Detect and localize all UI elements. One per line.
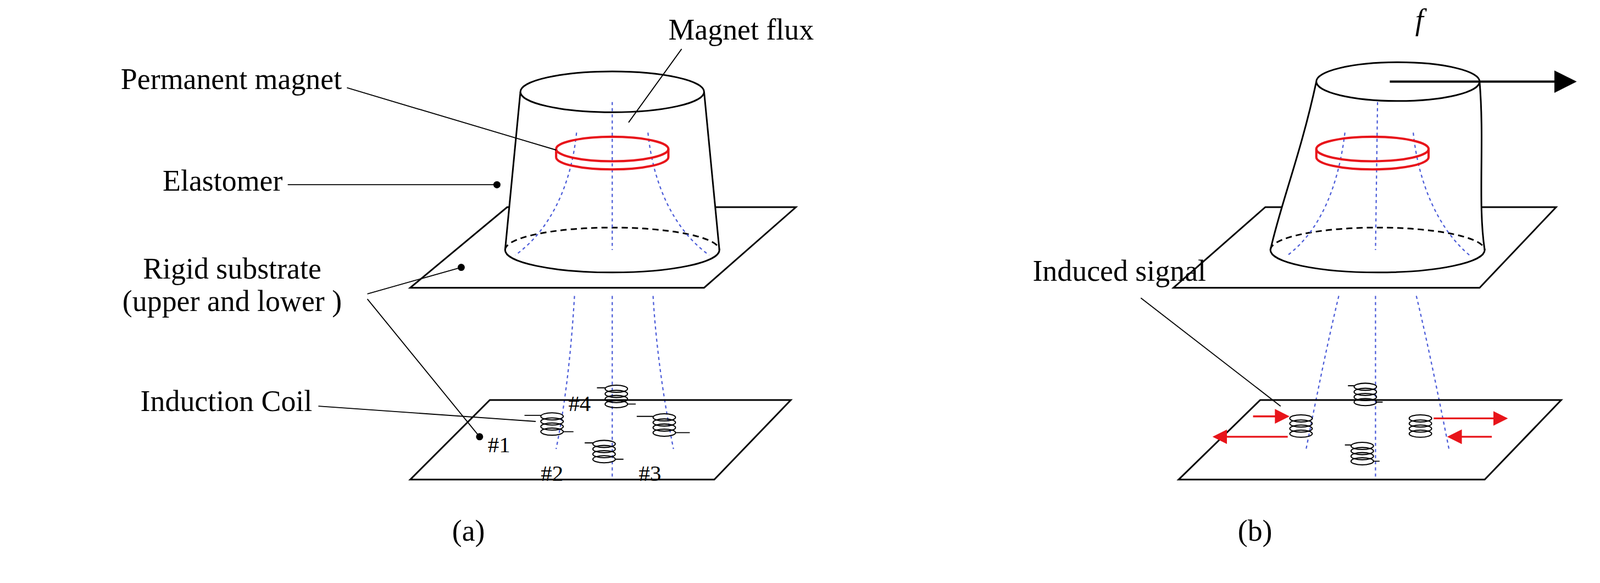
callout-number: #1 (487, 432, 511, 458)
coil-lead (1345, 445, 1380, 462)
callout-number: #3 (639, 460, 662, 486)
coil-winding (540, 428, 564, 436)
part-label: Elastomer (162, 165, 283, 198)
permanent-magnet-ring (1316, 136, 1429, 170)
coil-winding (592, 455, 616, 463)
part-label: Rigid substrate (upper and lower ) (102, 253, 363, 319)
coil-lead (1347, 385, 1383, 403)
coil-lead (524, 415, 574, 432)
leader-line (1140, 297, 1281, 407)
part-label: Magnet flux (668, 14, 814, 47)
coil-winding (1353, 398, 1377, 406)
flux-lines (1287, 102, 1470, 480)
part-label: Permanent magnet (120, 63, 342, 96)
part-label: Induced signal (1032, 254, 1207, 288)
part-label: (a) (452, 515, 486, 548)
coil-lead (584, 442, 624, 460)
induced-signal-arrows (1214, 416, 1507, 437)
coil-group (1289, 382, 1432, 465)
coil-winding (653, 429, 676, 437)
elastomer-hidden-edge (1270, 227, 1485, 250)
part-label: Induction Coil (140, 385, 313, 419)
callout-number: #2 (540, 460, 564, 486)
coil-winding (604, 400, 628, 408)
part-label: f (1415, 3, 1424, 37)
coil-winding (1409, 430, 1432, 438)
part-label: (b) (1237, 515, 1273, 548)
coil-lead (636, 416, 691, 433)
leader-lines (287, 48, 682, 440)
coil-lead (1289, 417, 1313, 435)
coil-winding (1351, 457, 1374, 465)
lower-substrate (410, 400, 792, 480)
callout-number: #4 (568, 391, 591, 417)
coil-lead (596, 387, 636, 405)
elastomer-body-deformed (1270, 81, 1485, 273)
coil-group (524, 385, 691, 463)
force-arrow (1389, 80, 1575, 83)
coil-winding (1289, 430, 1313, 438)
flux-lines (515, 102, 710, 480)
elastomer-body (504, 91, 720, 273)
lower-substrate (1178, 400, 1561, 480)
coil-lead (1409, 417, 1432, 435)
permanent-magnet-ring (556, 136, 669, 170)
elastomer-top (520, 71, 704, 113)
